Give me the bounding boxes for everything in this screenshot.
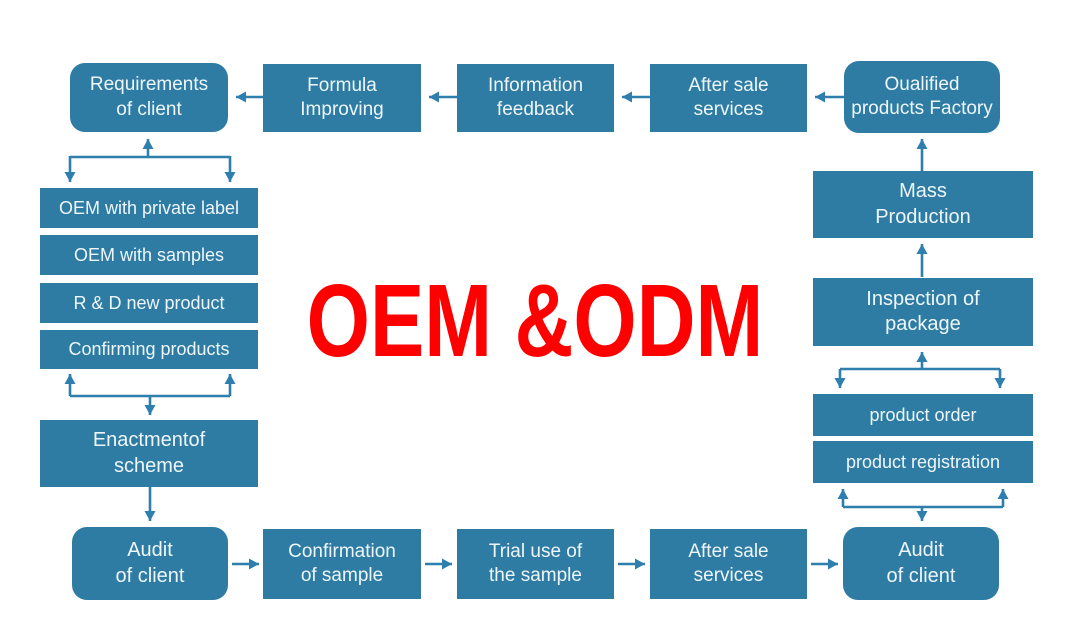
node-confirming-products: Confirming products (40, 330, 258, 369)
node-trial-use-of-sample: Trial use of the sample (457, 529, 614, 599)
node-formula-improving: Formula Improving (263, 64, 421, 132)
center-title: OEM &ODM (285, 258, 785, 383)
node-rd-new-product: R & D new product (40, 283, 258, 323)
node-qualified-products-factory: Oualified products Factory (844, 61, 1000, 133)
node-oem-with-samples: OEM with samples (40, 235, 258, 275)
node-inspection-of-package: Inspection of package (813, 278, 1033, 346)
node-confirmation-of-sample: Confirmation of sample (263, 529, 421, 599)
node-requirements-of-client: Requirements of client (70, 63, 228, 132)
node-oem-private-label: OEM with private label (40, 188, 258, 228)
node-information-feedback: Information feedback (457, 64, 614, 132)
node-product-order: product order (813, 394, 1033, 436)
node-after-sale-services-bottom: After sale services (650, 529, 807, 599)
node-product-registration: product registration (813, 441, 1033, 483)
node-audit-of-client-right: Audit of client (843, 527, 999, 600)
node-enactment-of-scheme: Enactmentof scheme (40, 420, 258, 487)
center-title-text: OEM &ODM (306, 262, 764, 378)
node-audit-of-client-left: Audit of client (72, 527, 228, 600)
node-after-sale-services-top: After sale services (650, 64, 807, 132)
node-mass-production: Mass Production (813, 171, 1033, 238)
